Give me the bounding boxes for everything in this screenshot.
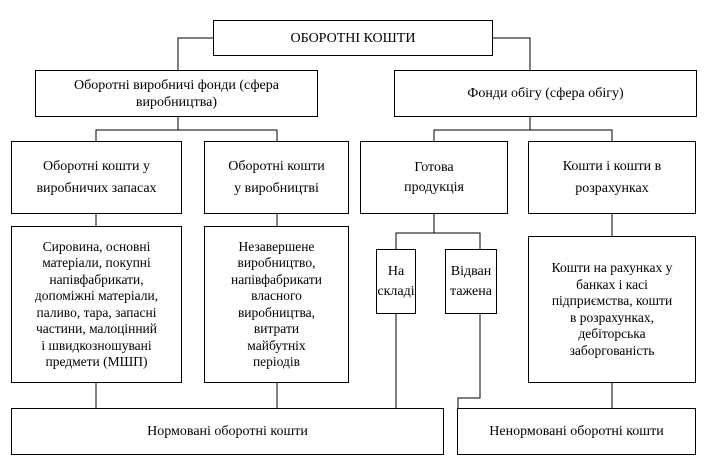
finished-goods-node: Готова продукція — [360, 141, 508, 214]
normed-label: Нормовані оборотні кошти — [147, 424, 308, 439]
stocks-items-label: Сировина, основні матеріали, покупні нап… — [34, 238, 159, 370]
circulation-funds-label: Фонди обігу (сфера обігу) — [467, 86, 624, 101]
connector-left-bus — [95, 129, 278, 141]
settlements-label: Кошти і кошти в розрахунках — [562, 158, 662, 196]
root-label: ОБОРОТНІ КОШТИ — [290, 30, 416, 46]
settlements-node: Кошти і кошти в розрахунках — [528, 141, 696, 214]
stocks-label: Оборотні кошти у виробничих запасах — [36, 158, 157, 196]
connector-right-bus — [433, 129, 613, 141]
connector-finished-split — [395, 232, 481, 249]
finished-goods-label: Готова продукція — [404, 159, 464, 195]
stocks-items-node: Сировина, основні матеріали, покупні нап… — [11, 226, 182, 383]
in-production-label: Оборотні кошти у виробництві — [228, 158, 325, 196]
in-warehouse-label: На складі — [377, 263, 415, 299]
root-node: ОБОРОТНІ КОШТИ — [213, 20, 493, 56]
non-normed-label: Ненормовані оборотні кошти — [489, 424, 664, 439]
circulation-funds-node: Фонди обігу (сфера обігу) — [394, 70, 697, 117]
settlements-items-label: Кошти на рахунках у банках і касі підпри… — [551, 260, 673, 358]
connector-shipped-nonnormed — [457, 314, 481, 408]
normed-node: Нормовані оборотні кошти — [11, 408, 444, 455]
stocks-node: Оборотні кошти у виробничих запасах — [11, 141, 182, 214]
shipped-node: Відван тажена — [445, 249, 497, 314]
production-funds-node: Оборотні виробничі фонди (сфера виробниц… — [35, 70, 318, 117]
connector-root-right — [493, 37, 531, 70]
connector-root-left — [177, 37, 213, 70]
settlements-items-node: Кошти на рахунках у банках і касі підпри… — [528, 236, 696, 383]
non-normed-node: Ненормовані оборотні кошти — [457, 408, 696, 455]
production-funds-label: Оборотні виробничі фонди (сфера виробниц… — [74, 77, 279, 110]
in-production-items-label: Незавершене виробництво, напівфабрикати … — [231, 238, 322, 370]
in-production-node: Оборотні кошти у виробництві — [204, 141, 349, 214]
in-production-items-node: Незавершене виробництво, напівфабрикати … — [204, 226, 349, 383]
shipped-label: Відван тажена — [450, 263, 492, 299]
in-warehouse-node: На складі — [376, 249, 416, 314]
